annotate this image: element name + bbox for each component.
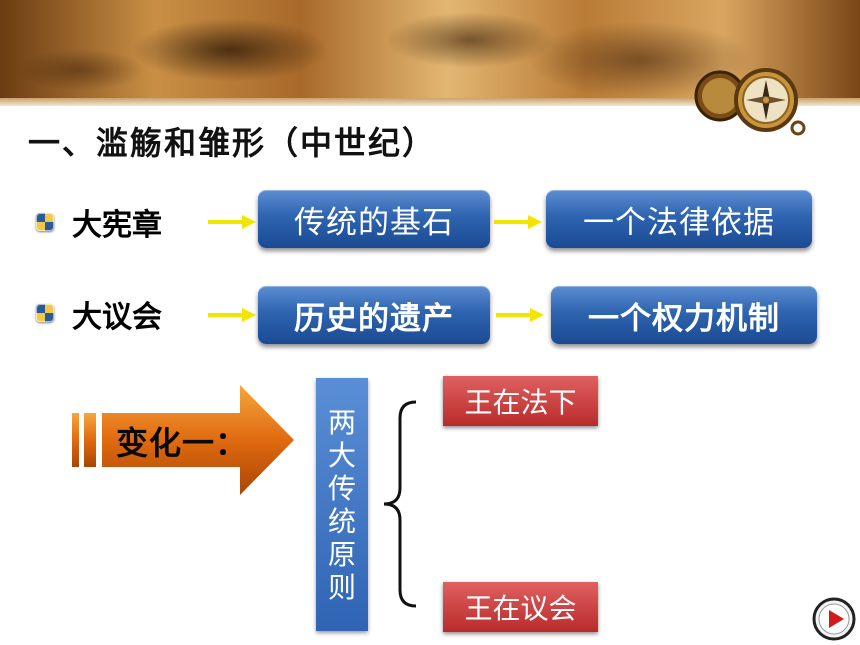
row-label-magna-carta: 大宪章	[72, 208, 162, 243]
box-traditional-cornerstone: 传统的基石	[258, 190, 490, 248]
compass-icon	[694, 68, 806, 136]
banner-edge	[0, 98, 860, 106]
yellow-arrow-icon	[496, 308, 544, 322]
box-legal-basis: 一个法律依据	[546, 190, 812, 248]
principle-king-under-law: 王在法下	[443, 376, 598, 426]
principles-title-box: 两 大 传 统 原 则	[316, 378, 368, 631]
play-icon[interactable]	[812, 597, 856, 641]
principles-title-char: 则	[327, 570, 356, 604]
brace-icon	[383, 400, 417, 608]
principles-title-char: 传	[327, 471, 356, 505]
box-power-mechanism: 一个权力机制	[551, 286, 817, 344]
bullet-icon	[36, 213, 54, 231]
box-historical-legacy: 历史的遗产	[258, 286, 490, 344]
principles-title-char: 统	[327, 504, 356, 538]
change-label: 变化一：	[116, 424, 249, 462]
principles-title-char: 原	[327, 537, 356, 571]
bullet-icon	[36, 304, 54, 322]
yellow-arrow-icon	[208, 215, 256, 229]
page-title: 一、滥觞和雏形（中世纪）	[28, 124, 437, 162]
principle-king-in-parliament: 王在议会	[443, 582, 598, 632]
row-label-great-council: 大议会	[72, 300, 162, 335]
yellow-arrow-icon	[208, 308, 256, 322]
principles-title-char: 两	[327, 405, 356, 439]
orange-arrow-icon	[72, 385, 294, 495]
principles-title-char: 大	[327, 438, 356, 472]
yellow-arrow-icon	[494, 215, 542, 229]
